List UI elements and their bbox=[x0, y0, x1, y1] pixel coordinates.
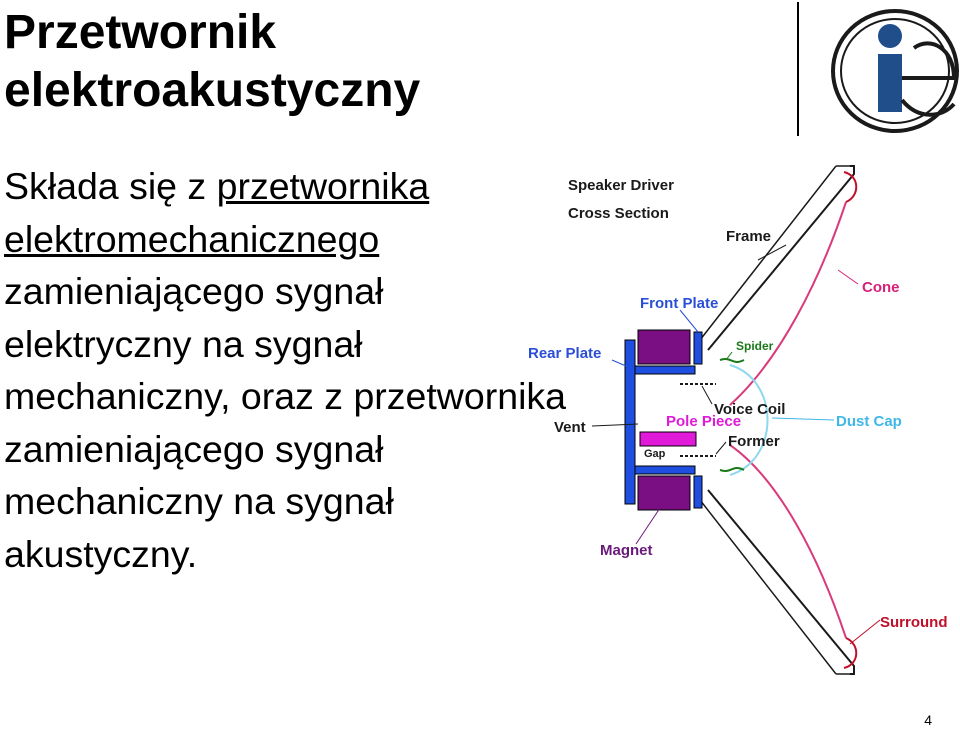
diagram-heading-line2: Cross Section bbox=[568, 205, 669, 222]
slide-title-line2: elektroakustyczny bbox=[4, 64, 421, 117]
magnet-top bbox=[637, 329, 691, 365]
label-former: Former bbox=[728, 433, 780, 450]
logo-ring bbox=[831, 9, 959, 133]
leader-former bbox=[715, 441, 727, 455]
body-text-part3: zamieniającego sygnał elektryczny na syg… bbox=[4, 270, 567, 575]
speaker-frame bbox=[707, 165, 855, 675]
front-plate-top bbox=[693, 331, 703, 365]
label-vent: Vent bbox=[554, 419, 586, 436]
leader-vent bbox=[591, 423, 639, 427]
speaker-cone bbox=[729, 201, 847, 639]
label-rear-plate: Rear Plate bbox=[528, 345, 601, 362]
rear-plate-bottom bbox=[634, 465, 696, 475]
body-text-part1: Składa się z bbox=[4, 165, 217, 207]
leader-cone bbox=[837, 269, 859, 285]
voice-coil bbox=[680, 383, 716, 457]
slide-title-line1: Przetwornik bbox=[4, 6, 277, 59]
leader-front-plate bbox=[679, 309, 699, 333]
speaker-frame-outer bbox=[699, 165, 850, 675]
label-front-plate: Front Plate bbox=[640, 295, 718, 312]
label-pole-piece: Pole Piece bbox=[666, 413, 741, 430]
speaker-dust-cap bbox=[729, 364, 769, 476]
logo-inner-ring bbox=[840, 18, 950, 124]
label-frame: Frame bbox=[726, 228, 771, 245]
leader-frame bbox=[757, 244, 787, 261]
logo-i-dot bbox=[878, 24, 902, 48]
label-voice-coil: Voice Coil bbox=[714, 401, 785, 418]
speaker-surround-bottom bbox=[843, 637, 858, 669]
label-dust-cap: Dust Cap bbox=[836, 413, 902, 430]
label-spider: Spider bbox=[736, 339, 774, 353]
leader-rear-plate bbox=[611, 359, 627, 367]
speaker-surround-top bbox=[843, 171, 858, 203]
diagram-heading-line1: Speaker Driver bbox=[568, 177, 674, 194]
speaker-cross-section-diagram: Speaker Driver Cross Section Frame Cone … bbox=[528, 165, 948, 675]
magnet-bottom bbox=[637, 475, 691, 511]
page-number: 4 bbox=[924, 712, 932, 728]
leader-dust-cap bbox=[771, 417, 835, 421]
body-text-underlined: przetwornika elektromechanicznego bbox=[4, 165, 430, 260]
leader-voice-coil bbox=[701, 385, 713, 405]
slide-body-text: Składa się z przetwornika elektromechani… bbox=[4, 160, 579, 580]
ie-logo bbox=[831, 9, 959, 133]
front-plate-bottom bbox=[693, 475, 703, 509]
label-surround: Surround bbox=[880, 614, 948, 631]
label-cone: Cone bbox=[862, 279, 900, 296]
speaker-spider bbox=[719, 358, 745, 472]
slide-title: Przetwornik elektroakustyczny bbox=[4, 4, 624, 120]
leader-spider bbox=[725, 351, 733, 361]
rear-plate bbox=[624, 339, 636, 505]
rear-plate-top bbox=[634, 365, 696, 375]
pole-piece bbox=[639, 431, 697, 447]
leader-magnet bbox=[635, 507, 661, 545]
label-magnet: Magnet bbox=[600, 542, 653, 559]
logo-e-arc bbox=[900, 41, 957, 117]
label-gap: Gap bbox=[644, 448, 666, 460]
logo-divider bbox=[797, 2, 799, 136]
leader-surround bbox=[849, 619, 881, 645]
logo-i-stem bbox=[878, 54, 902, 112]
